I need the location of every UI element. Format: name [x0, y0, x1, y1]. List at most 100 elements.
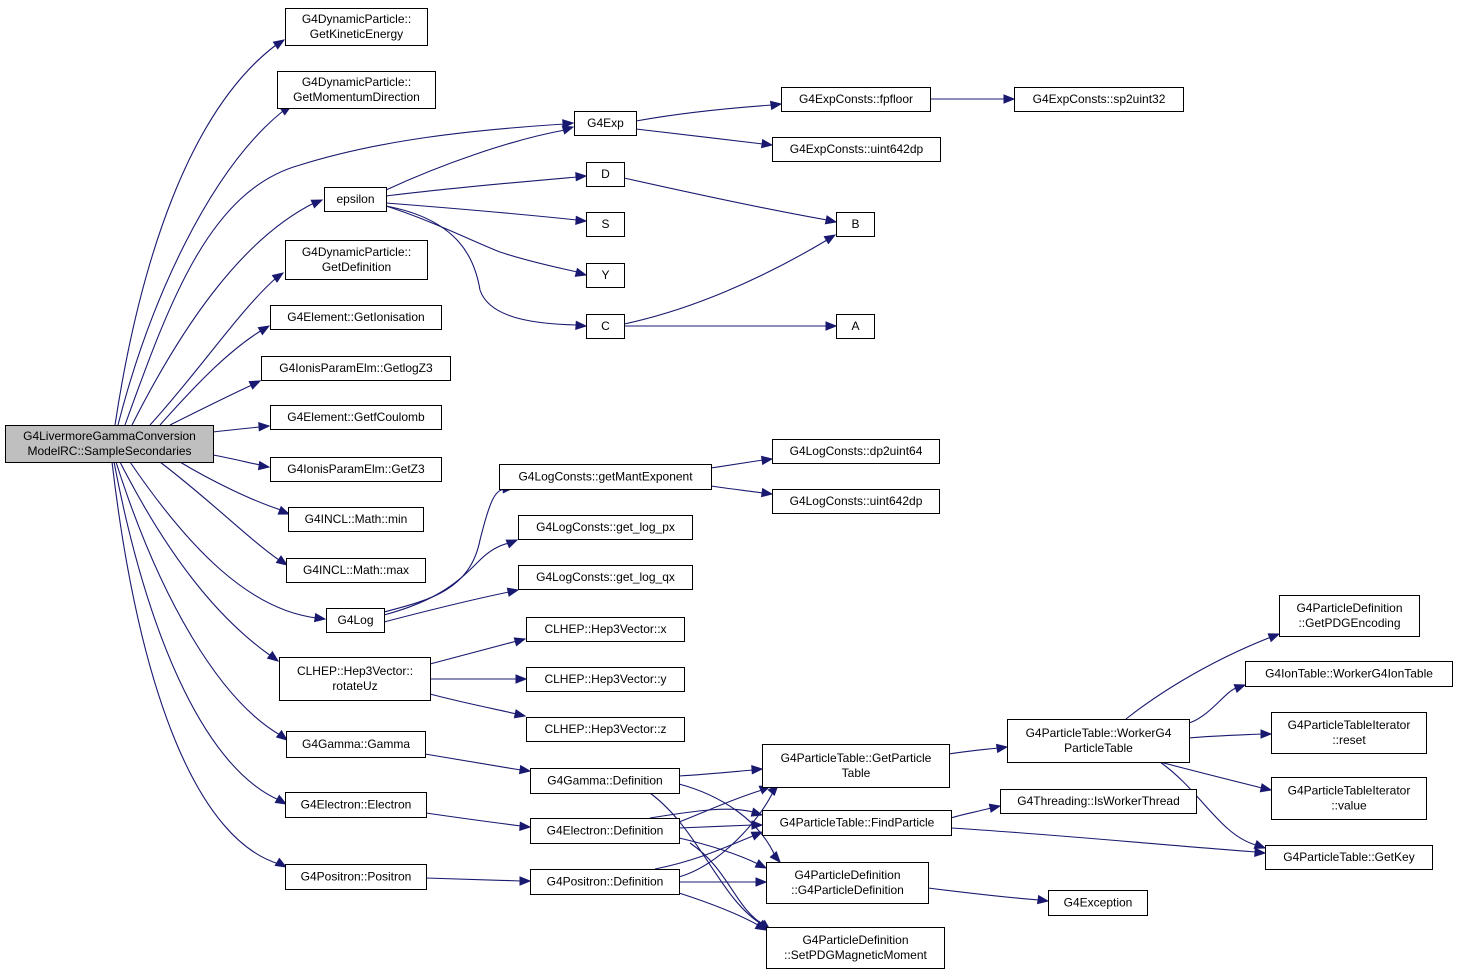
call-edge	[948, 747, 999, 755]
node-pd-ctor[interactable]: G4ParticleDefinition::G4ParticleDefiniti…	[766, 862, 929, 904]
node-exp-uint642dp[interactable]: G4ExpConsts::uint642dp	[772, 137, 941, 162]
node-get-log-px[interactable]: G4LogConsts::get_log_px	[518, 515, 693, 540]
node-label: G4Element::GetfCoulomb	[287, 410, 425, 424]
node-label: G4Threading::IsWorkerThread	[1017, 794, 1180, 808]
node-hep-x[interactable]: CLHEP::Hep3Vector::x	[526, 617, 685, 642]
node-pti-value[interactable]: G4ParticleTableIterator::value	[1271, 777, 1427, 820]
node-get-momentum-direction[interactable]: G4DynamicParticle::GetMomentumDirection	[277, 71, 436, 109]
call-edge	[425, 812, 522, 827]
node-get-log-qx[interactable]: G4LogConsts::get_log_qx	[518, 565, 693, 590]
node-box	[285, 792, 427, 818]
call-edge	[159, 329, 263, 426]
arrowhead	[760, 138, 774, 149]
node-gamma-def[interactable]: G4Gamma::Definition	[530, 768, 680, 794]
node-set-p-d-g-magnetic-moment[interactable]: G4ParticleDefinition::SetPDGMagneticMome…	[766, 927, 945, 969]
arrowhead	[515, 674, 528, 684]
arrowhead	[769, 100, 783, 111]
arrowhead	[274, 857, 288, 868]
call-edge	[429, 640, 518, 665]
node-worker-ion-table[interactable]: G4IonTable::WorkerG4IonTable	[1245, 661, 1453, 687]
call-edge	[425, 877, 522, 882]
node-box	[1007, 719, 1190, 763]
node-get-p-d-g-encoding[interactable]: G4ParticleDefinition::GetPDGEncoding	[1279, 595, 1420, 637]
arrowhead	[823, 234, 837, 245]
call-edge	[113, 461, 280, 801]
node-box	[772, 489, 940, 514]
arrowhead	[562, 119, 575, 129]
arrowhead	[310, 199, 324, 209]
node-gamma-gamma[interactable]: G4Gamma::Gamma	[286, 731, 426, 758]
node-log-uint642dp[interactable]: G4LogConsts::uint642dp	[772, 489, 940, 514]
node-label: G4LogConsts::dp2uint64	[790, 444, 923, 458]
node-g4exception[interactable]: G4Exception	[1048, 890, 1148, 916]
node-math-min[interactable]: G4INCL::Math::min	[288, 507, 424, 532]
arrowhead	[988, 803, 1002, 813]
node-box	[270, 405, 442, 430]
node-dp2uint64[interactable]: G4LogConsts::dp2uint64	[772, 439, 940, 464]
node-label: G4Electron::Electron	[301, 798, 412, 812]
call-edge	[429, 693, 518, 715]
node-get-z3[interactable]: G4IonisParamElm::GetZ3	[270, 457, 442, 482]
node-getlog-z3[interactable]: G4IonisParamElm::GetlogZ3	[261, 356, 451, 381]
node-box	[1245, 661, 1453, 687]
node-label: G4IonisParamElm::GetlogZ3	[279, 361, 433, 375]
arrowhead	[755, 877, 768, 887]
node-label: CLHEP::Hep3Vector::	[297, 664, 413, 678]
call-edge	[678, 837, 759, 865]
call-edge	[179, 461, 282, 511]
node-epsilon[interactable]: epsilon	[324, 187, 387, 212]
node-rotate-uz[interactable]: CLHEP::Hep3Vector::rotateUz	[279, 657, 431, 701]
node-box	[286, 731, 426, 758]
node-get-mant-exponent[interactable]: G4LogConsts::getMantExponent	[499, 464, 712, 490]
node-pti-reset[interactable]: G4ParticleTableIterator::reset	[1271, 712, 1427, 754]
node-label: C	[601, 319, 610, 333]
node-is-worker-thread[interactable]: G4Threading::IsWorkerThread	[1000, 789, 1197, 814]
node--s[interactable]: S	[586, 212, 625, 237]
node-getf-coulomb[interactable]: G4Element::GetfCoulomb	[270, 405, 442, 430]
node-box	[766, 862, 929, 904]
node-box	[836, 212, 875, 237]
call-edge	[129, 461, 318, 619]
node-positron-def[interactable]: G4Positron::Definition	[530, 869, 680, 895]
node-get-key[interactable]: G4ParticleTable::GetKey	[1265, 845, 1433, 870]
node-box	[288, 507, 424, 532]
arrowhead	[574, 267, 588, 277]
node--c[interactable]: C	[586, 314, 625, 339]
node-get-kinetic-energy[interactable]: G4DynamicParticle::GetKineticEnergy	[285, 8, 428, 46]
node-math-max[interactable]: G4INCL::Math::max	[286, 558, 426, 583]
node-g4exp[interactable]: G4Exp	[574, 111, 637, 136]
call-graph-nodes: G4LivermoreGammaConversionModelRC::Sampl…	[5, 8, 1453, 969]
node-sp2uint32[interactable]: G4ExpConsts::sp2uint32	[1014, 87, 1184, 112]
node--a[interactable]: A	[836, 314, 875, 339]
node-box	[499, 464, 712, 490]
node-label: G4ExpConsts::sp2uint32	[1033, 92, 1166, 106]
node--y[interactable]: Y	[586, 263, 625, 288]
node-label: Table	[842, 766, 871, 780]
call-edge	[950, 827, 1257, 853]
node-hep-y[interactable]: CLHEP::Hep3Vector::y	[526, 667, 685, 692]
node-box	[279, 657, 431, 701]
node-fpfloor[interactable]: G4ExpConsts::fpfloor	[781, 87, 931, 112]
node--b[interactable]: B	[836, 212, 875, 237]
node-find-particle[interactable]: G4ParticleTable::FindParticle	[762, 810, 952, 836]
node-get-ionisation[interactable]: G4Element::GetIonisation	[270, 305, 442, 330]
node-electron-def[interactable]: G4Electron::Definition	[530, 818, 680, 844]
node-positron-positron[interactable]: G4Positron::Positron	[285, 864, 427, 890]
node-box	[762, 744, 950, 788]
node-get-definition[interactable]: G4DynamicParticle::GetDefinition	[285, 240, 428, 280]
node-g4log[interactable]: G4Log	[326, 608, 385, 633]
node-box	[326, 608, 385, 633]
node-hep-z[interactable]: CLHEP::Hep3Vector::z	[526, 717, 685, 742]
node-label: G4Electron::Definition	[547, 824, 664, 838]
call-edge	[623, 239, 828, 325]
node-root[interactable]: G4LivermoreGammaConversionModelRC::Sampl…	[5, 425, 214, 463]
node-label: GetKineticEnergy	[310, 27, 403, 41]
arrowhead	[1253, 840, 1267, 849]
node-electron-electron[interactable]: G4Electron::Electron	[285, 792, 427, 818]
call-edge	[1188, 733, 1263, 739]
call-edge	[710, 459, 764, 469]
node--d[interactable]: D	[586, 162, 625, 187]
